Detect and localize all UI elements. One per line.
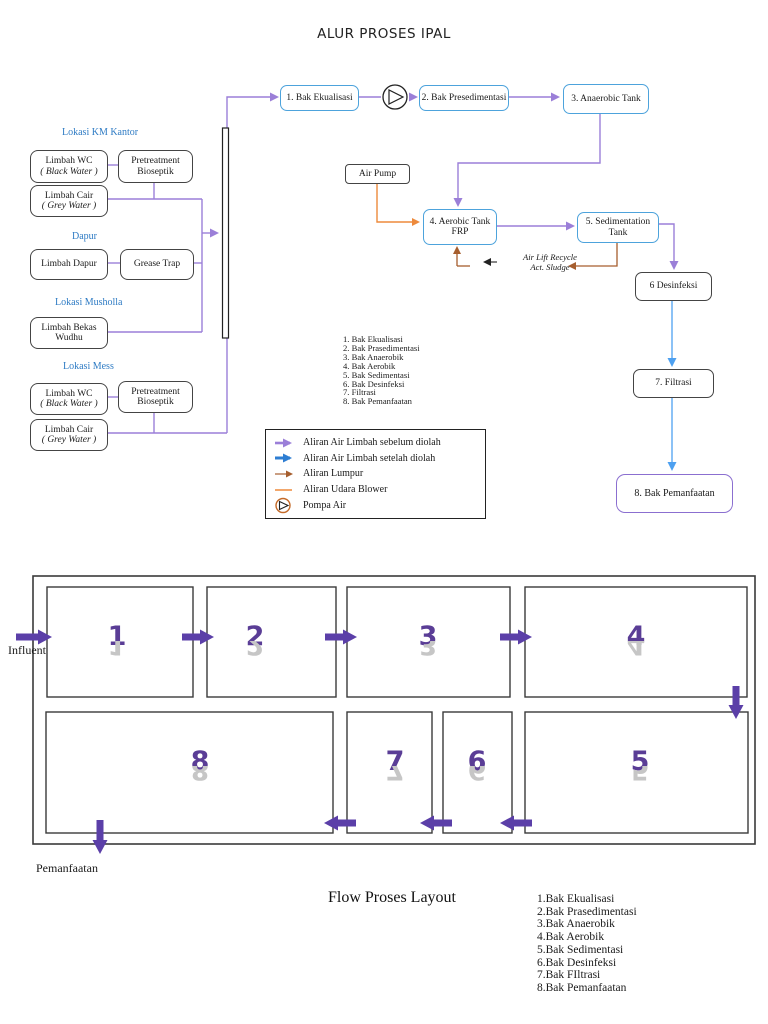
layout-list-item: 6.Bak Desinfeksi — [537, 956, 617, 969]
label-lokasi-km-kantor: Lokasi KM Kantor — [62, 127, 139, 138]
layout-list-item: 3.Bak Anaerobik — [537, 918, 615, 931]
process-list-item: 8. Bak Pemanfaatan — [343, 396, 412, 407]
brown-sludge-lines — [453, 240, 618, 270]
legend-item: Aliran Lumpur — [266, 466, 485, 482]
layout-list: 1.Bak Ekualisasi 2.Bak Prasedimentasi 3.… — [537, 893, 637, 995]
pump-icon — [272, 497, 300, 514]
box-bak-ekualisasi: 1. Bak Ekualisasi — [280, 85, 359, 111]
box-desinfeksi: 6 Desinfeksi — [635, 272, 712, 301]
layout-list-item: 4.Bak Aerobik — [537, 931, 605, 944]
box-mess-pretreatment: Pretreatment Bioseptik — [118, 381, 193, 413]
legend-item: Aliran Air Limbah setelah diolah — [266, 451, 485, 467]
box-limbah-dapur: Limbah Dapur — [30, 249, 108, 280]
box-mess-limbah-cair: Limbah Cair ( Grey Water ) — [30, 419, 108, 451]
layout-list-item: 8.Bak Pemanfaatan — [537, 981, 627, 994]
compartment-number-5: 5 5 — [630, 746, 650, 783]
legend-item: Aliran Air Limbah sebelum diolah — [266, 435, 485, 451]
layout-title: Flow Proses Layout — [328, 889, 456, 906]
box-anaerobic-tank: 3. Anaerobic Tank — [563, 84, 649, 114]
label-dapur: Dapur — [72, 231, 97, 242]
legend-box: Aliran Air Limbah sebelum diolah Aliran … — [265, 429, 486, 519]
compartment-number-2: 2 2 — [245, 621, 265, 658]
box-limbah-bekas-wudhu: Limbah Bekas Wudhu — [30, 317, 108, 349]
box-mess-limbah-wc: Limbah WC ( Black Water ) — [30, 383, 108, 415]
process-list-item: 5. Bak Sedimentasi — [343, 369, 410, 380]
compartment-number-3: 3 3 — [418, 621, 438, 658]
box-filtrasi: 7. Filtrasi — [633, 369, 714, 398]
box-aerobic-tank: 4. Aerobic Tank FRP — [423, 209, 497, 245]
process-list-item: 4. Bak Aerobik — [343, 360, 396, 371]
orange-blower-line — [376, 183, 420, 226]
box-grease-trap: Grease Trap — [120, 249, 194, 280]
process-list-item: 2. Bak Prasedimentasi — [343, 342, 420, 353]
process-list-item: 1. Bak Ekualisasi — [343, 334, 403, 344]
legend-item: Pompa Air — [266, 497, 485, 513]
box-km-pretreatment: Pretreatment Bioseptik — [118, 150, 193, 183]
label-lokasi-mess: Lokasi Mess — [63, 361, 114, 372]
compartment-number-6: 6 6 — [467, 746, 487, 783]
process-list: 1. Bak Ekualisasi 2. Bak Prasedimentasi … — [343, 335, 420, 406]
purple-arrow-icon — [272, 438, 300, 448]
box-km-limbah-wc: Limbah WC ( Black Water ) — [30, 150, 108, 183]
pump-icon — [382, 84, 408, 110]
layout-plan-walls — [32, 575, 756, 845]
layout-flow-arrows — [16, 629, 744, 854]
box-km-limbah-cair: Limbah Cair ( Grey Water ) — [30, 185, 108, 217]
compartment-number-8: 8 8 — [190, 746, 210, 783]
label-lokasi-musholla: Lokasi Musholla — [55, 297, 123, 308]
recycle-note: Air Lift Recycle Act. Sludge — [523, 252, 577, 272]
layout-list-item: 1.Bak Ekualisasi — [537, 893, 615, 905]
box-sedimentation-tank: 5. Sedimentation Tank — [577, 212, 659, 243]
layout-list-item: 2.Bak Prasedimentasi — [537, 905, 637, 918]
box-bak-presedimentasi: 2. Bak Presedimentasi — [419, 85, 509, 111]
influent-label: Influent — [8, 643, 46, 657]
brown-arrow-icon — [272, 469, 300, 479]
box-air-pump: Air Pump — [345, 164, 410, 184]
pemanfaatan-label: Pemanfaatan — [36, 861, 98, 875]
blue-arrow-icon — [272, 453, 300, 463]
layout-list-item: 5.Bak Sedimentasi — [537, 943, 624, 956]
compartment-number-4: 4 4 — [626, 621, 646, 658]
compartment-number-7: 7 7 — [385, 746, 405, 783]
process-list-item: 7. Filtrasi — [343, 387, 376, 398]
layout-list-item: 7.Bak FIltrasi — [537, 969, 601, 982]
page-title: ALUR PROSES IPAL — [317, 26, 451, 42]
process-list-item: 6. Bak Desinfeksi — [343, 378, 405, 389]
process-list-item: 3. Bak Anaerobik — [343, 351, 404, 362]
legend-item: Aliran Udara Blower — [266, 482, 485, 498]
box-bak-pemanfaatan: 8. Bak Pemanfaatan — [616, 474, 733, 513]
orange-line-icon — [272, 485, 300, 495]
compartment-number-1: 1 1 — [107, 621, 127, 658]
collector-manifold-bar — [221, 127, 230, 339]
